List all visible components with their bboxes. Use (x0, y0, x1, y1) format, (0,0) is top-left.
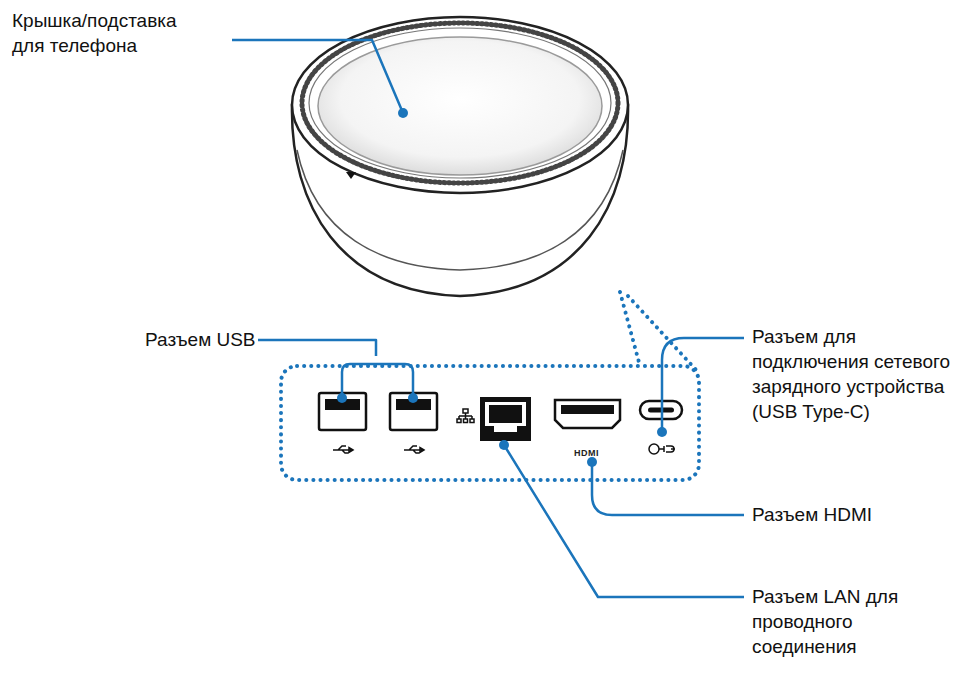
leader-line (592, 462, 744, 515)
leader-line (662, 338, 744, 432)
label-holder: Разъем LAN для проводного соединения (752, 584, 937, 659)
label-holder: Разъем для подключения сетевого зарядног… (752, 324, 962, 424)
label-holder: Разъем USB (145, 327, 265, 352)
leader-dots (337, 108, 667, 467)
leader-line (258, 340, 376, 356)
label-holder: Разъем HDMI (752, 502, 952, 527)
leader-line (504, 445, 744, 597)
cover-arrow (346, 172, 356, 179)
ring-edge (309, 28, 611, 178)
hdmi-port (555, 400, 620, 428)
lan-port (480, 397, 531, 441)
power-symbol (649, 444, 675, 454)
phone-cover (318, 37, 602, 175)
usb-port (390, 393, 437, 430)
usb-symbol (333, 446, 424, 453)
part-label: Разъем для подключения сетевого зарядног… (752, 324, 962, 424)
leader-line (232, 40, 403, 113)
label-holder: Крышка/подставка для телефона (12, 8, 207, 58)
top-rim (292, 17, 628, 193)
port-marking: HDMI (574, 448, 614, 458)
part-label: Разъем USB (145, 327, 265, 352)
lan-symbol (457, 409, 474, 423)
knurled-ring (302, 23, 618, 183)
part-label: Крышка/подставка для телефона (12, 8, 207, 58)
port-panel (281, 366, 699, 480)
label-holder: HDMI (574, 448, 614, 458)
leader-line (342, 364, 413, 398)
usb-port (319, 393, 366, 430)
leader-lines (232, 40, 744, 597)
part-label: Разъем LAN для проводного соединения (752, 584, 937, 659)
part-label: Разъем HDMI (752, 502, 952, 527)
zoom-line (620, 292, 640, 366)
